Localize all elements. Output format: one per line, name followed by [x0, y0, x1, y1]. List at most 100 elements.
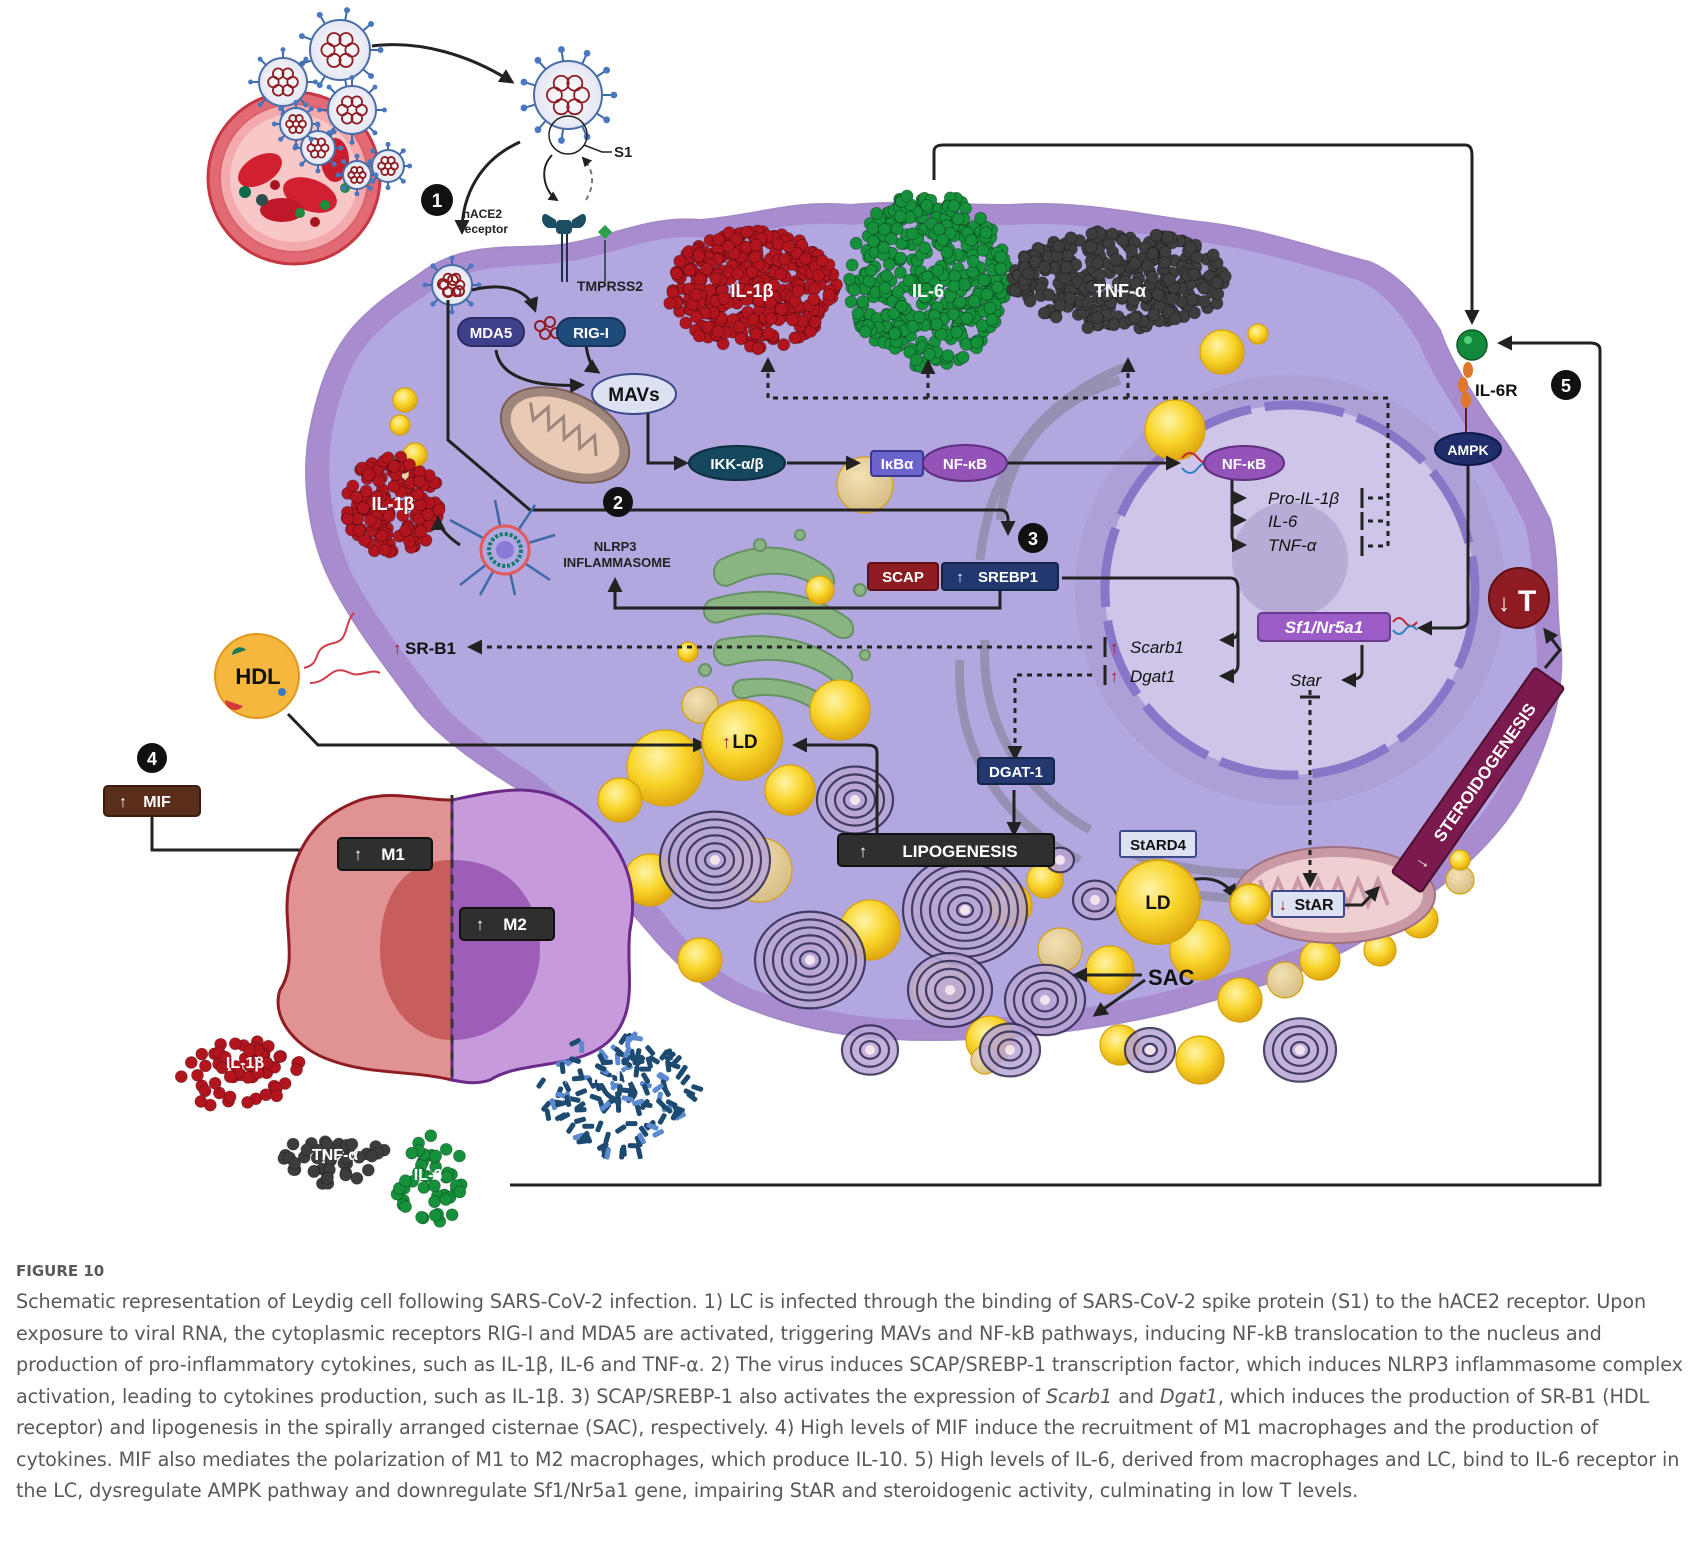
il1b-left-label: IL-1β [372, 494, 415, 514]
il1b-top-label: IL-1β [731, 281, 774, 301]
figure-label: FIGURE 10 [16, 1262, 105, 1280]
scarb1-gene-label: Scarb1 [1130, 638, 1184, 657]
ld-increased: ↑ LD [701, 699, 783, 781]
sars-cov-2-virions [248, 7, 413, 197]
svg-text:3: 3 [1028, 529, 1038, 549]
il6-gene-label: IL-6 [1268, 512, 1298, 531]
virion-icon [335, 153, 379, 197]
arrow-ampk-to-sf1 [1417, 462, 1470, 636]
mavs-node: MAVs [591, 373, 677, 415]
svg-text:SREBP1: SREBP1 [978, 569, 1038, 586]
arrow-steroidogenesis-to-t [1543, 627, 1562, 669]
svg-text:2: 2 [613, 493, 623, 513]
arrow-virus-to-srebp [446, 300, 1016, 536]
leydig-cell-diagram: S1 1 hACE2 receptor [103, 7, 1602, 1228]
tnfa-top-label: TNF-α [1094, 281, 1146, 301]
svg-text:LIPOGENESIS: LIPOGENESIS [902, 842, 1017, 861]
arrow-receptor-recycle [581, 156, 593, 201]
svg-text:RIG-I: RIG-I [573, 325, 609, 342]
svg-text:↑: ↑ [476, 915, 485, 934]
svg-text:↓: ↓ [1498, 590, 1510, 617]
srb1-label: SR-B1 [405, 639, 456, 658]
tnfa-gene-label: TNF-α [1268, 536, 1318, 555]
caption-segment: Schematic representation of Leydig cell … [16, 1290, 1683, 1408]
ikk-node: IKK-α/β [688, 445, 786, 481]
step-3-badge: 3 [1018, 523, 1048, 553]
arrow-nlrp3-to-il1b [430, 515, 461, 547]
svg-text:M1: M1 [381, 845, 405, 864]
low-testosterone-badge: ↓ T [1488, 567, 1550, 629]
srb1-receptor-icon [303, 612, 381, 684]
svg-text:Sf1/Nr5a1: Sf1/Nr5a1 [1285, 618, 1363, 637]
svg-text:T: T [1518, 585, 1536, 618]
arrow-s1-to-receptor [543, 154, 559, 202]
lipogenesis-node: ↑ LIPOGENESIS [837, 833, 1055, 867]
arrow-rigi-to-mavs [583, 344, 601, 374]
arrow-virus-to-cell [454, 140, 521, 235]
up-arrow-icon: ↑ [956, 569, 964, 586]
arrow-sf1-to-star [1341, 645, 1364, 688]
arrow-virus-travel [371, 43, 515, 84]
arrow-rna-to-rigi [471, 285, 539, 313]
mda5-node: MDA5 [457, 317, 525, 347]
arrow-il6-to-receptor [932, 143, 1480, 325]
up-arrow-red-icon: ↑ [1110, 667, 1119, 686]
pro-il1b-gene-label: Pro-IL-1β [1268, 489, 1339, 508]
arrow-mif-to-m1 [150, 808, 333, 858]
sac-label: SAC [1148, 965, 1195, 990]
star-gene-label: Star [1290, 671, 1323, 690]
arrow-macrophage-il6-to-receptor [510, 335, 1602, 1187]
dotted-genes-to-cytokines [760, 357, 1390, 498]
up-arrow-red-icon: ↑ [393, 639, 402, 658]
nlrp3-inflammasome-icon [449, 499, 556, 596]
arrow-mda5-to-mavs [494, 349, 585, 394]
viral-rna-icon [534, 316, 562, 340]
svg-text:NF-κB: NF-κB [1222, 456, 1266, 473]
cytokine-cluster-il1b [663, 224, 843, 356]
dotted-arrows [467, 357, 1390, 888]
il10-label: IL-10 [591, 1067, 633, 1087]
cytokine-cluster-il6 [843, 189, 1015, 373]
caption-segment: , which induces the production of SR-B1 … [16, 1384, 1680, 1503]
svg-text:AMPK: AMPK [1447, 442, 1488, 458]
caption-text: Schematic representation of Leydig cell … [16, 1286, 1686, 1507]
svg-text:NF-κB: NF-κB [943, 456, 987, 473]
ld-droplet-large: LD [1115, 859, 1201, 945]
dna-icon [1392, 617, 1418, 635]
blood-vessel [206, 90, 382, 266]
arrow-star-to-steroidogenesis [1345, 885, 1381, 907]
m2-node: ↑ M2 [459, 907, 555, 941]
step-2-badge: 2 [603, 487, 633, 517]
up-arrow-red-icon: ↑ [1110, 638, 1119, 657]
svg-text:IκBα: IκBα [881, 456, 914, 473]
sf1-nr5a1-gene-node: Sf1/Nr5a1 [1257, 612, 1391, 642]
hace2-receptor-label: hACE2 receptor [460, 207, 508, 236]
svg-text:SCAP: SCAP [882, 569, 924, 586]
virion-icon [317, 75, 387, 145]
hdl-particle [214, 633, 300, 719]
svg-text:StARD4: StARD4 [1130, 837, 1186, 854]
arrow-hdl-to-ld [286, 712, 708, 753]
spirally-arranged-cisternae [658, 765, 1338, 1083]
dotted-dgat1-to-dgat1prot [1007, 673, 1092, 761]
figure-caption: FIGURE 10 Schematic representation of Le… [16, 1262, 1686, 1507]
srebp1-node: ↑ SREBP1 [941, 562, 1059, 591]
svg-text:MAVs: MAVs [608, 385, 659, 406]
arrow-nfkb-to-genes [1230, 475, 1247, 506]
rigi-node: RIG-I [556, 317, 626, 347]
scap-node: SCAP [867, 562, 939, 591]
virion-icon [298, 7, 384, 93]
svg-text:↑: ↑ [722, 732, 731, 752]
cytokine-cluster-tnfa [1006, 225, 1232, 335]
tnfa-macrophage-label: TNF-α [312, 1147, 358, 1164]
ampk-node: AMPK [1434, 432, 1502, 466]
virion-icon [363, 141, 413, 191]
up-arrow-icon: ↑ [562, 1067, 571, 1087]
inhibition-bars [1103, 488, 1364, 699]
s1-highlight-circle [548, 115, 588, 155]
arrow-lipogenesis-to-ld [792, 737, 879, 838]
macrophage-cytokines [174, 1031, 704, 1228]
viral-rna-entry-icon [437, 274, 465, 298]
arrow-mavs-to-ikk [646, 412, 689, 471]
il1b-macrophage-label: IL-1β [226, 1055, 264, 1072]
